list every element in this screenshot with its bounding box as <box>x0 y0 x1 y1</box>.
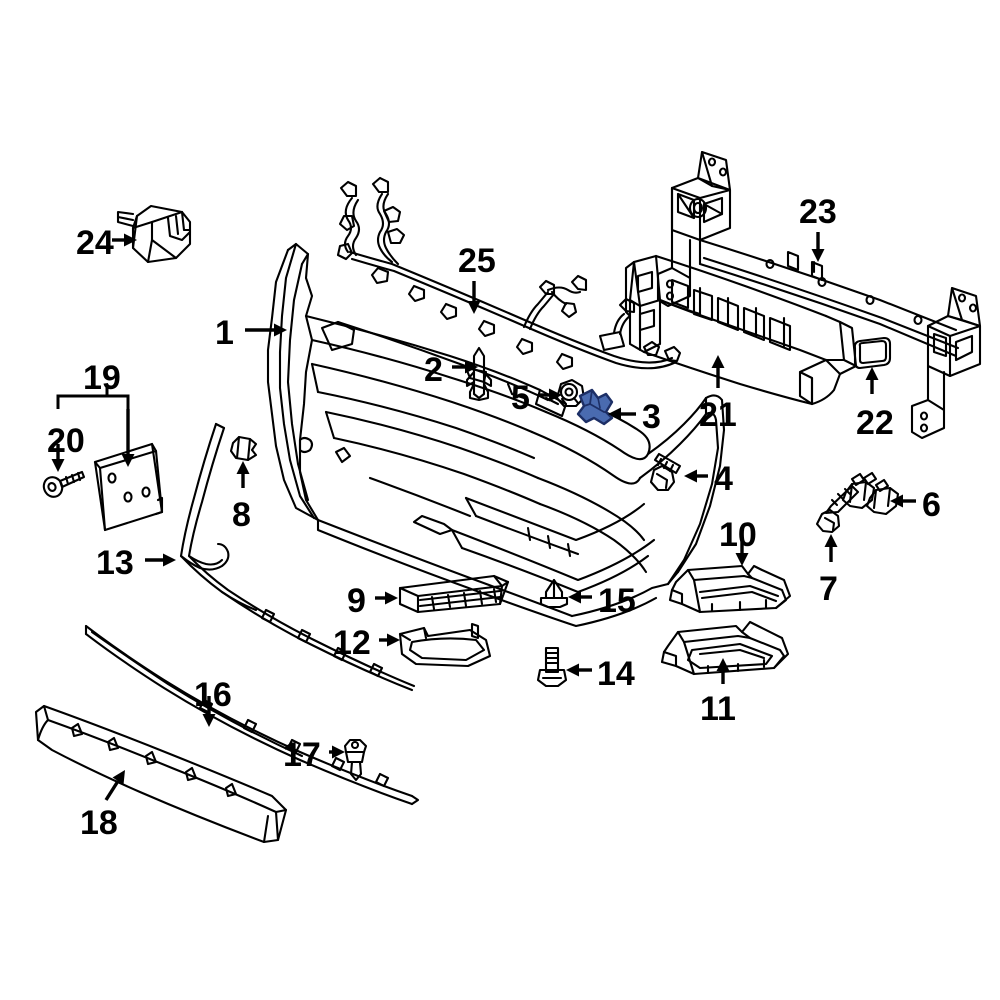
arrow-head-11 <box>716 658 730 671</box>
arrow-head-6 <box>890 494 903 508</box>
part-9-grille-upper <box>398 574 510 614</box>
part-14-bolt-lower <box>536 646 568 688</box>
callout-label-9: 9 <box>347 582 366 620</box>
callout-label-12: 12 <box>333 624 371 662</box>
arrow-head-16 <box>202 714 216 727</box>
callout-label-25: 25 <box>458 242 496 280</box>
callout-label-18: 18 <box>80 804 118 842</box>
callout-label-16: 16 <box>194 676 232 714</box>
callout-label-21: 21 <box>699 396 737 434</box>
arrow-head-9 <box>385 591 398 605</box>
arrow-head-12 <box>387 633 400 647</box>
arrow-head-20 <box>51 459 65 472</box>
arrow-head-24 <box>124 233 137 247</box>
callout-arrows <box>51 232 916 801</box>
callout-label-2: 2 <box>424 351 443 389</box>
callout-label-13: 13 <box>96 544 134 582</box>
part-4-bolt <box>649 452 682 492</box>
arrow-head-19 <box>121 454 135 467</box>
callout-label-15: 15 <box>598 582 636 620</box>
arrow-head-10 <box>735 553 749 566</box>
callout-label-8: 8 <box>232 496 251 534</box>
arrow-shaft-18 <box>104 780 120 801</box>
arrow-head-18 <box>112 770 125 785</box>
part-11-fog-lamp-bezel-right <box>660 620 790 676</box>
part-18-molding-lower <box>34 704 288 844</box>
arrow-head-14 <box>566 663 579 677</box>
callout-label-4: 4 <box>714 460 733 498</box>
callout-label-10: 10 <box>719 516 757 554</box>
arrow-head-8 <box>236 461 250 474</box>
part-12-grille-lower <box>398 622 492 668</box>
callout-label-3: 3 <box>642 398 661 436</box>
arrow-head-13 <box>163 553 176 567</box>
callout-label-6: 6 <box>922 486 941 524</box>
part-16-molding-mid <box>84 624 420 806</box>
callout-label-11: 11 <box>700 690 736 728</box>
arrow-head-22 <box>865 367 879 380</box>
callout-label-17: 17 <box>283 736 321 774</box>
part-20-plate-screw <box>42 470 86 498</box>
part-1-bumper-cover <box>266 242 726 628</box>
callout-label-14: 14 <box>597 655 635 693</box>
arrow-head-3 <box>608 407 621 421</box>
part-10-fog-lamp-bezel-left <box>668 564 792 614</box>
arrow-head-4 <box>684 469 697 483</box>
arrow-head-21 <box>711 355 725 368</box>
arrow-head-15 <box>568 590 581 604</box>
callout-19-bracket <box>56 385 130 409</box>
arrow-head-2 <box>465 360 478 374</box>
arrow-head-23 <box>811 249 825 262</box>
callout-label-22: 22 <box>856 404 894 442</box>
arrow-head-5 <box>549 388 562 402</box>
part-6-clip-pair <box>841 471 900 516</box>
part-22-tow-hook-cover <box>853 336 892 370</box>
callout-label-19: 19 <box>83 359 121 397</box>
part-17-push-clip <box>343 738 368 782</box>
callout-label-1: 1 <box>215 314 234 352</box>
part-8-clip <box>229 435 258 462</box>
part-2-push-pin-retainer <box>465 346 493 402</box>
callout-label-5: 5 <box>511 379 530 417</box>
arrow-head-25 <box>467 301 481 314</box>
arrow-head-17 <box>332 745 345 759</box>
arrow-head-7 <box>824 534 838 547</box>
part-15-nut-lower <box>539 578 569 609</box>
callout-label-20: 20 <box>47 422 85 460</box>
callout-label-7: 7 <box>819 570 838 608</box>
part-24-park-assist-sensor <box>116 204 192 264</box>
arrow-head-1 <box>274 323 287 337</box>
callout-label-23: 23 <box>799 193 837 231</box>
part-23-bumper-reinforcement <box>656 150 982 440</box>
part-5-nut <box>555 378 586 408</box>
part-3-bracket-highlighted <box>576 388 614 426</box>
part-7-screw <box>815 484 860 534</box>
callout-label-24: 24 <box>76 224 114 262</box>
part-13-molding-upper <box>179 422 416 692</box>
